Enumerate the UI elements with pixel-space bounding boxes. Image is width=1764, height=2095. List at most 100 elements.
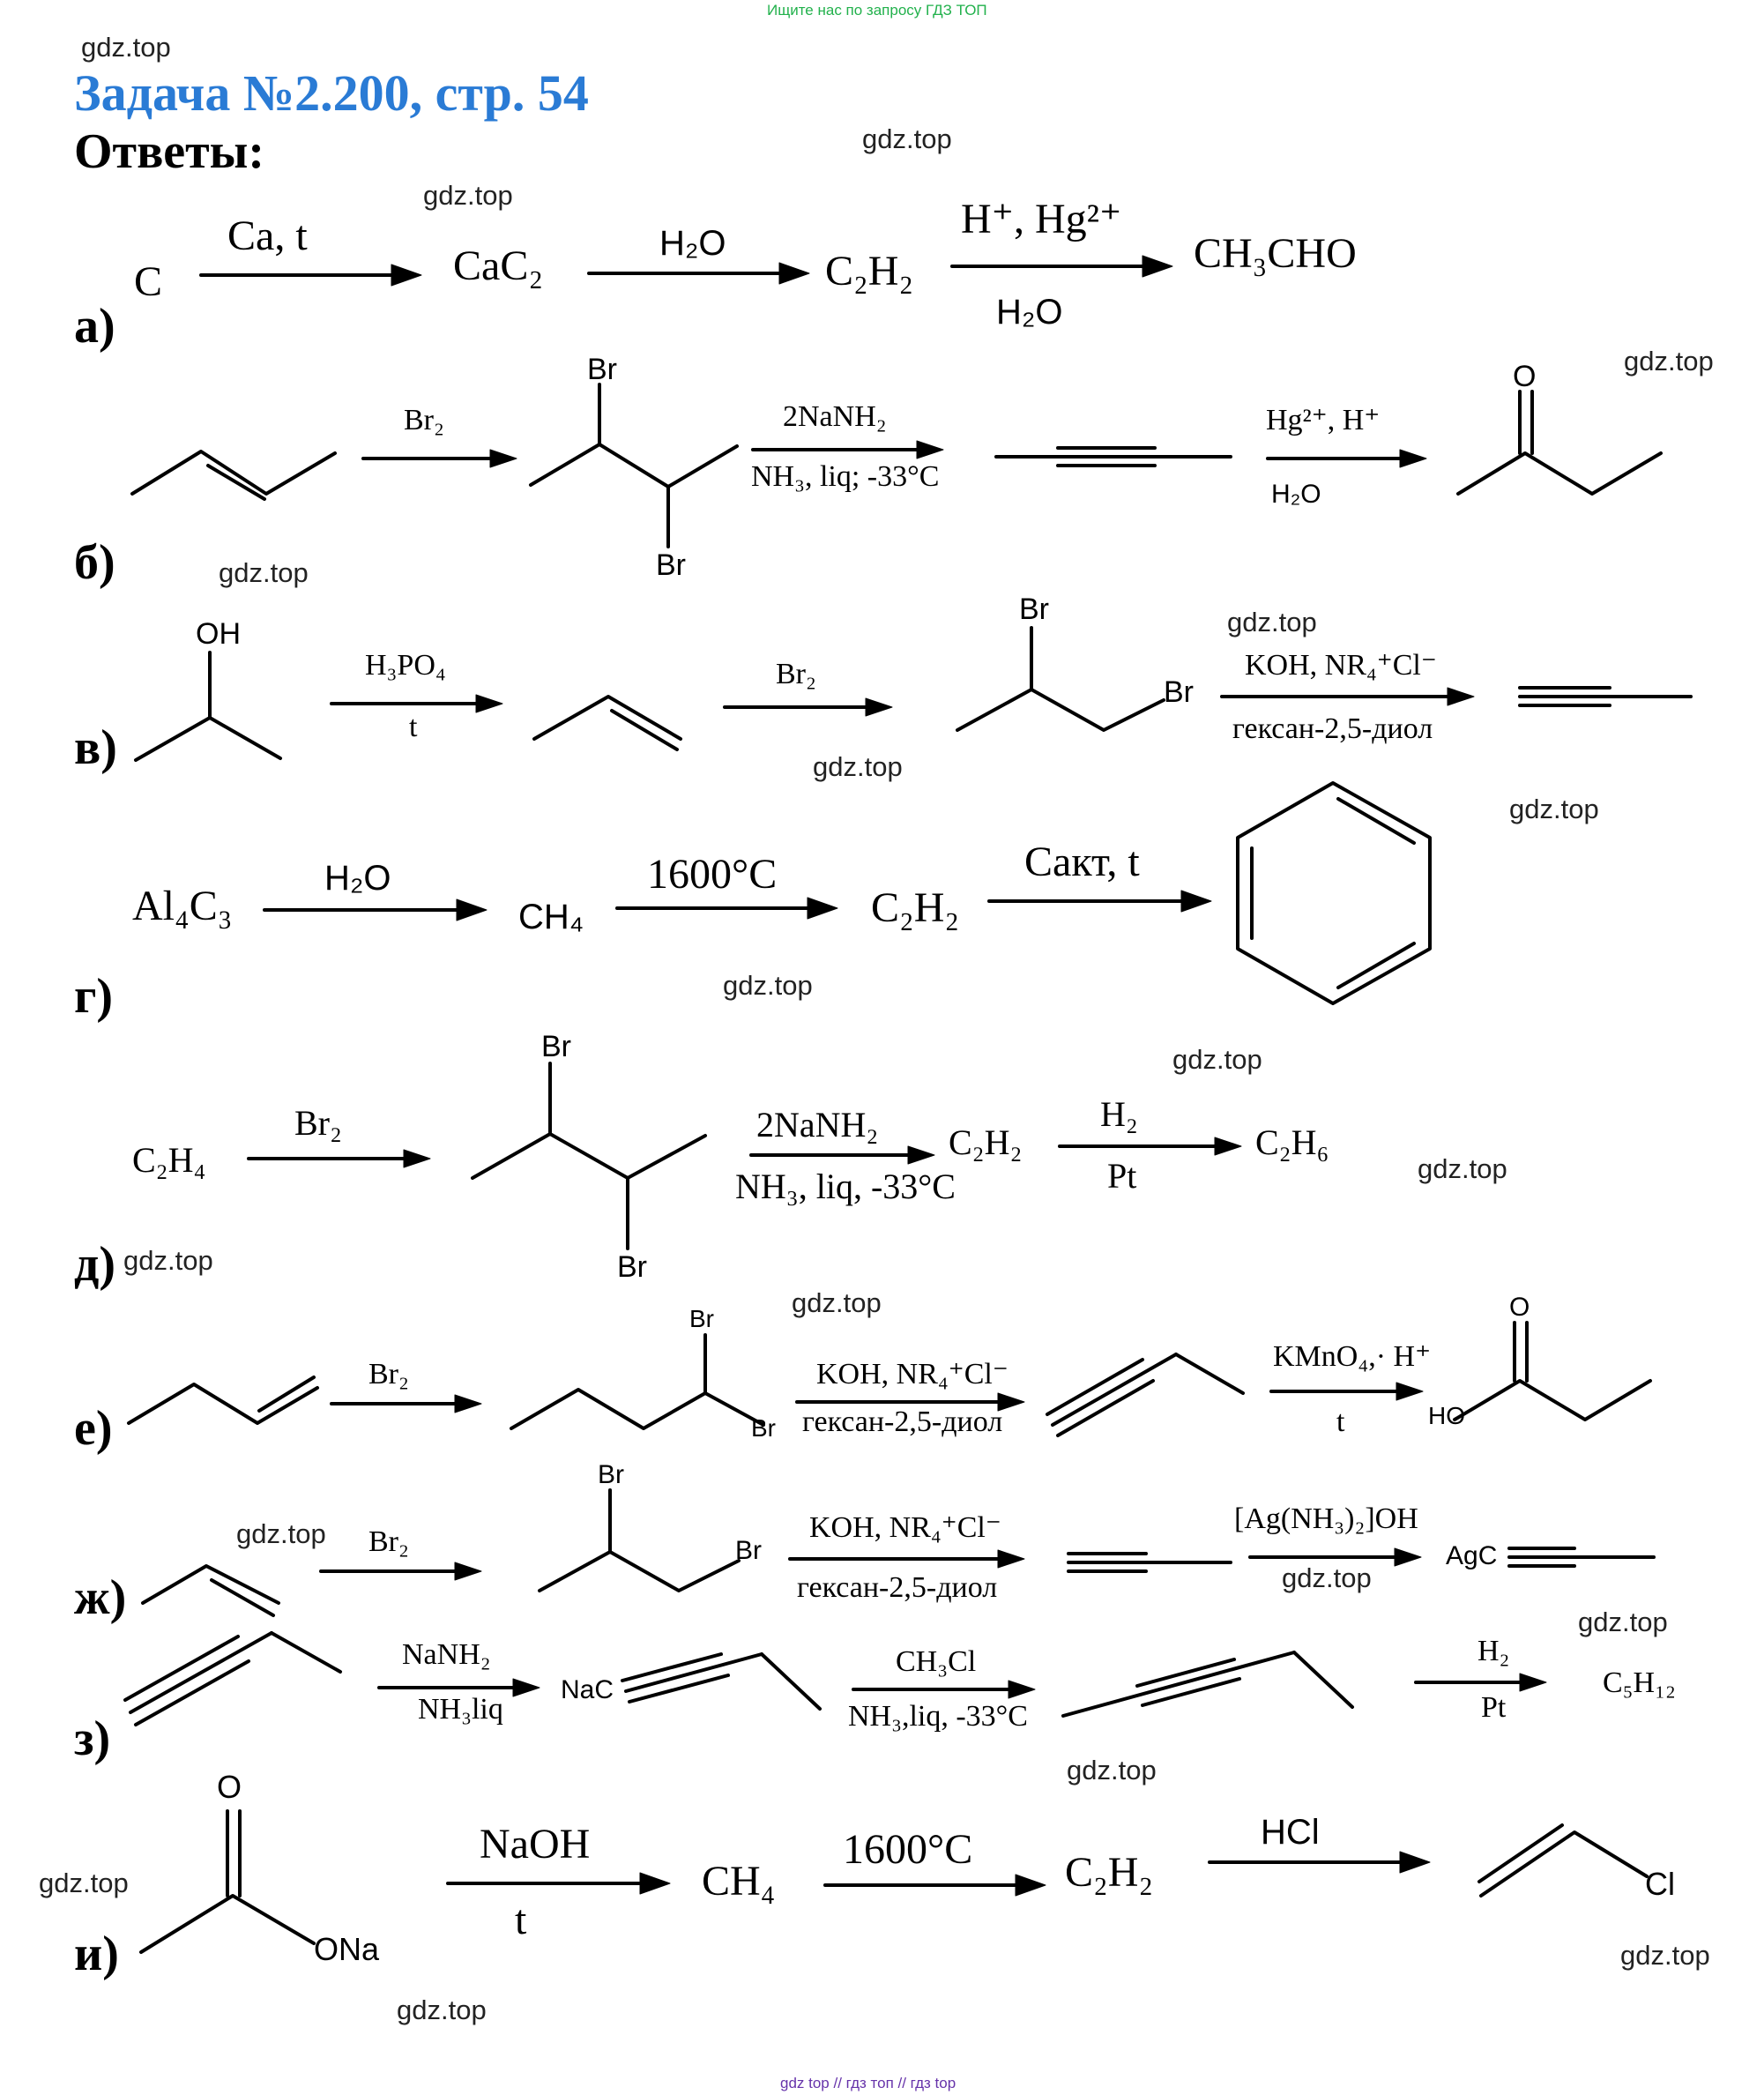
atom-br: Br (1019, 593, 1049, 626)
cond-v1-top: H₃PO₄ (365, 649, 446, 682)
cond-d3-bottom: Pt (1107, 1156, 1137, 1196)
atom-br: Br (598, 1460, 624, 1489)
atom-br: Br (617, 1250, 647, 1284)
dibromobutane-skeleton (510, 1388, 765, 1430)
formula-c: C (134, 258, 163, 305)
dibromobutane-skeleton (471, 1132, 707, 1180)
butene-1-skeleton (127, 1383, 319, 1425)
watermark: gdz.top (792, 1287, 882, 1318)
cond-e3-top: KMnO₄,· H⁺ (1273, 1340, 1432, 1373)
watermark: gdz.top (423, 180, 513, 211)
atom-br: Br (656, 548, 686, 582)
watermark: gdz.top (1172, 1044, 1262, 1075)
cond-i1-bottom: t (515, 1897, 527, 1943)
row-label-a: а) (74, 299, 115, 354)
cond-d3-top: H₂ (1100, 1094, 1138, 1134)
cond-b3-top: Hg²⁺, H⁺ (1266, 404, 1381, 436)
formula-cac2: CaC₂ (453, 242, 544, 289)
cond-b2-bottom: NH₃, liq; -33°C (751, 460, 940, 493)
butene-2-skeleton (130, 450, 337, 496)
atom-o: O (1509, 1293, 1530, 1322)
benzene-ring (1236, 781, 1432, 1005)
atom-br: Br (751, 1414, 776, 1442)
cond-v2: Br₂ (776, 658, 816, 690)
cond-i1-top: NaOH (480, 1821, 591, 1868)
formula-c2h6: C₂H₆ (1255, 1122, 1329, 1162)
cond-d2-bottom: NH₃, liq, -33°C (735, 1167, 956, 1206)
arrow-head (1142, 255, 1173, 278)
watermark: gdz.top (862, 123, 952, 154)
group-oh: OH (196, 617, 241, 651)
cond-a1: Ca, t (227, 212, 308, 259)
vinyl-chloride-skeleton (1479, 1830, 1649, 1897)
propene-skeleton (141, 1564, 280, 1605)
cond-a3-bottom: H₂O (996, 293, 1063, 332)
bottom-note: gdz top // гдз топ // гдз top (780, 2075, 956, 2091)
cond-z3-bottom: Pt (1481, 1691, 1507, 1724)
watermark: gdz.top (1067, 1755, 1157, 1786)
cond-v3-top: KOH, NR₄⁺Cl⁻ (1245, 649, 1437, 682)
group-ona: ONa (314, 1931, 380, 1967)
row-label-i: и) (74, 1927, 119, 1981)
cond-zh1: Br₂ (368, 1525, 409, 1558)
formula-ch4: CH₄ (702, 1858, 776, 1905)
cond-zh3-top: [Ag(NH₃)₂]OH (1234, 1502, 1418, 1535)
cond-z1-bottom: NH₃liq (418, 1693, 503, 1726)
row-label-zh: ж) (74, 1570, 127, 1625)
row-label-b: б) (74, 535, 115, 590)
arrow-head (778, 262, 810, 285)
watermark: gdz.top (723, 970, 813, 1001)
atom-br: Br (735, 1536, 762, 1565)
butyne-1-skeleton (129, 1631, 273, 1714)
watermark: gdz.top (1624, 346, 1714, 377)
cond-g3: Cакт, t (1024, 839, 1140, 885)
top-note: Ищите нас по запросу ГДЗ ТОП (767, 2, 987, 19)
formula-c2h2: C₂H₂ (949, 1122, 1023, 1162)
cond-a3-top: H⁺, Hg²⁺ (961, 196, 1122, 242)
formula-ch3cho: CH₃CHO (1194, 230, 1357, 277)
watermark: gdz.top (1578, 1607, 1668, 1637)
atom-br: Br (587, 353, 617, 386)
butyne-1-skeleton (1051, 1353, 1178, 1427)
cond-b3-bottom: H₂O (1271, 480, 1321, 509)
group-agc: AgC (1446, 1541, 1498, 1570)
watermark: gdz.top (397, 1994, 487, 2025)
cond-i3: HCl (1261, 1813, 1320, 1852)
propanoic-acid-skeleton (1453, 1379, 1652, 1421)
watermark: gdz.top (39, 1868, 129, 1898)
double-bond (206, 464, 266, 501)
formula-c2h2: C₂H₂ (825, 248, 914, 294)
pentyne-2-skeleton (1061, 1651, 1296, 1718)
row-label-g: г) (74, 969, 114, 1024)
page-title: Задача №2.200, стр. 54 (74, 64, 589, 122)
cond-zh2-top: KOH, NR₄⁺Cl⁻ (809, 1511, 1001, 1544)
dibromopropane-skeleton (956, 688, 1165, 732)
atom-o: O (1513, 360, 1537, 393)
row-label-d: д) (74, 1237, 115, 1292)
watermark: gdz.top (813, 751, 903, 782)
cond-d1: Br₂ (294, 1103, 342, 1143)
formula-c2h2: C₂H₂ (1065, 1849, 1154, 1896)
formula-c2h4: C₂H₄ (132, 1140, 206, 1180)
cond-i2: 1600°C (843, 1826, 973, 1873)
isopropanol-skeleton (134, 716, 282, 762)
watermark: gdz.top (236, 1518, 326, 1549)
watermark: gdz.top (1509, 794, 1599, 824)
cond-v1-bottom: t (409, 711, 418, 743)
row-label-e: е) (74, 1401, 113, 1456)
group-ho: HO (1428, 1402, 1465, 1429)
row-label-z: з) (74, 1711, 111, 1766)
atom-o: O (217, 1769, 242, 1805)
atom-cl: Cl (1645, 1866, 1675, 1902)
answers-heading: Ответы: (74, 124, 265, 179)
cond-v3-bottom: гексан-2,5-диол (1232, 712, 1433, 745)
cond-b1: Br₂ (404, 404, 444, 436)
formula-al4c3: Al₄C₃ (132, 883, 233, 929)
cond-d2-top: 2NaNH₂ (756, 1105, 879, 1144)
cond-z3-top: H₂ (1477, 1635, 1510, 1667)
dibromobutane-skeleton (529, 443, 739, 488)
sodium-butynide-skeleton (624, 1652, 763, 1693)
cond-z1-top: NaNH₂ (402, 1638, 491, 1671)
atom-br: Br (541, 1030, 571, 1063)
formula-ch4: CH₄ (518, 898, 584, 936)
